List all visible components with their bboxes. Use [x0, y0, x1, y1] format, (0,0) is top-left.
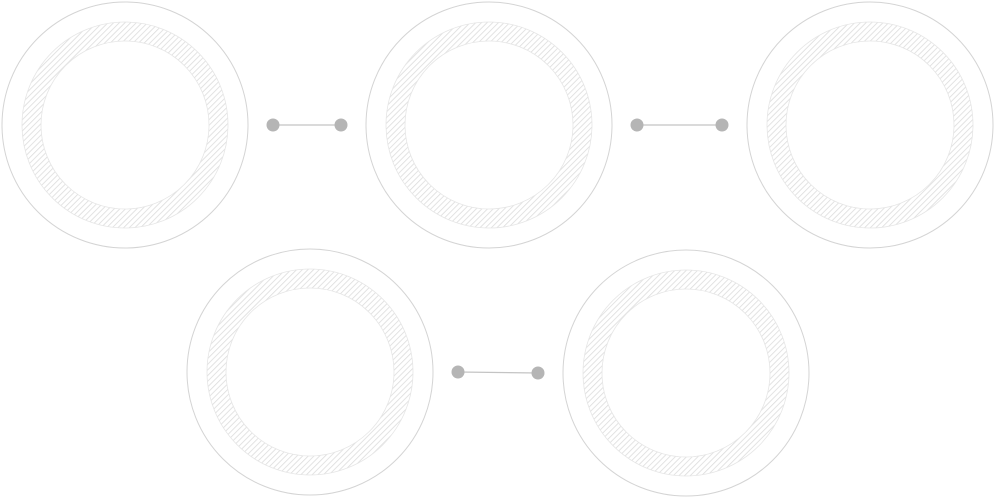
- node-band-outer-edge: [206, 268, 414, 476]
- diagram-node-2: [365, 1, 613, 249]
- node-band-outer-edge: [582, 269, 790, 477]
- node-hatched-band: [386, 22, 592, 228]
- node-inner-circle: [785, 40, 955, 210]
- node-hatched-band: [583, 270, 789, 476]
- connector-start-dot: [266, 118, 280, 132]
- node-hatched-band: [207, 269, 413, 475]
- diagram-node-3: [746, 1, 994, 249]
- connector-2: [630, 118, 729, 132]
- node-hatched-band: [767, 22, 973, 228]
- connector-1: [266, 118, 348, 132]
- node-band-outer-edge: [385, 21, 593, 229]
- connector-3: [451, 365, 545, 380]
- diagram-node-4: [186, 248, 434, 496]
- node-hatched-band: [22, 22, 228, 228]
- connectors-layer: [266, 118, 729, 380]
- node-inner-circle: [404, 40, 574, 210]
- connector-end-dot: [715, 118, 729, 132]
- node-band-outer-edge: [766, 21, 974, 229]
- diagram-node-1: [1, 1, 249, 249]
- node-band-outer-edge: [21, 21, 229, 229]
- diagram-node-5: [562, 249, 810, 497]
- node-inner-circle: [601, 288, 771, 458]
- node-inner-circle: [40, 40, 210, 210]
- connector-end-dot: [334, 118, 348, 132]
- node-inner-circle: [225, 287, 395, 457]
- connector-line: [457, 371, 539, 374]
- connector-start-dot: [630, 118, 644, 132]
- connector-end-dot: [531, 366, 545, 380]
- connector-start-dot: [451, 365, 465, 379]
